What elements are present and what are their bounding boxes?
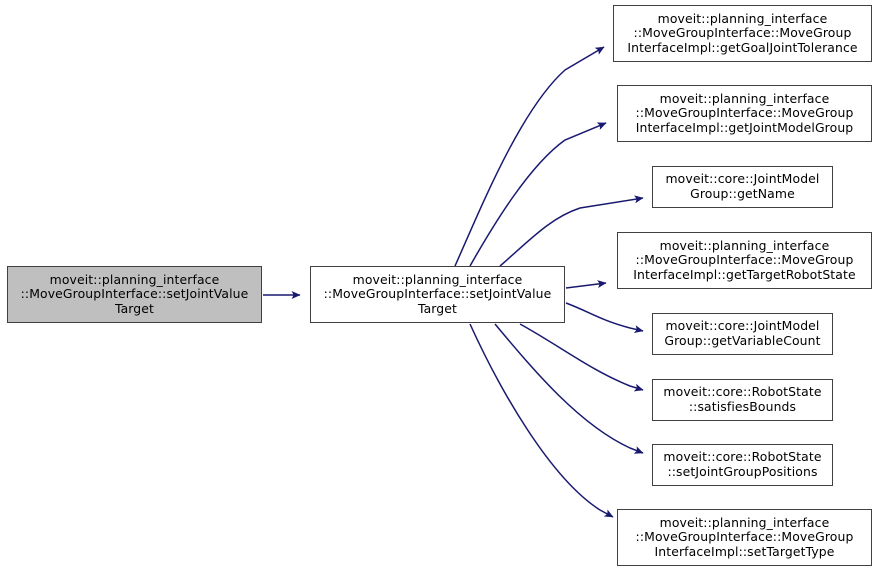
call-edge-n1-to-n7 bbox=[519, 323, 644, 392]
graph-node-n4[interactable]: moveit::core::JointModel Group::getName bbox=[652, 166, 833, 208]
call-edge-n1-to-n9 bbox=[469, 323, 614, 518]
graph-node-label: moveit::planning_interface ::MoveGroupIn… bbox=[633, 237, 856, 282]
graph-node-label: moveit::planning_interface ::MoveGroupIn… bbox=[635, 90, 854, 135]
graph-node-n3[interactable]: moveit::planning_interface ::MoveGroupIn… bbox=[617, 85, 872, 142]
call-edge-n1-to-n8 bbox=[494, 323, 644, 454]
graph-node-n7[interactable]: moveit::core::RobotState ::satisfiesBoun… bbox=[652, 379, 833, 421]
graph-node-n5[interactable]: moveit::planning_interface ::MoveGroupIn… bbox=[617, 232, 872, 289]
call-edge-n1-to-n2 bbox=[454, 46, 605, 267]
graph-node-n2[interactable]: moveit::planning_interface ::MoveGroupIn… bbox=[613, 5, 872, 62]
call-edge-n1-to-n3 bbox=[469, 122, 607, 267]
graph-node-label: moveit::core::RobotState ::setJointGroup… bbox=[663, 449, 822, 479]
graph-node-n0[interactable]: moveit::planning_interface ::MoveGroupIn… bbox=[7, 266, 262, 323]
graph-node-label: moveit::core::JointModel Group::getName bbox=[665, 171, 820, 201]
graph-node-n6[interactable]: moveit::core::JointModel Group::getVaria… bbox=[652, 313, 833, 355]
graph-node-label: moveit::planning_interface ::MoveGroupIn… bbox=[635, 514, 854, 559]
graph-node-label: moveit::planning_interface ::MoveGroupIn… bbox=[20, 271, 249, 316]
call-edge-n1-to-n6 bbox=[565, 302, 644, 334]
graph-node-n1[interactable]: moveit::planning_interface ::MoveGroupIn… bbox=[310, 266, 565, 323]
call-edge-n1-to-n5 bbox=[565, 280, 607, 289]
graph-node-label: moveit::planning_interface ::MoveGroupIn… bbox=[627, 10, 858, 55]
graph-node-n9[interactable]: moveit::planning_interface ::MoveGroupIn… bbox=[617, 509, 872, 566]
graph-node-label: moveit::core::RobotState ::satisfiesBoun… bbox=[663, 384, 822, 414]
graph-node-label: moveit::planning_interface ::MoveGroupIn… bbox=[323, 271, 552, 316]
graph-node-n8[interactable]: moveit::core::RobotState ::setJointGroup… bbox=[652, 444, 833, 486]
graph-node-label: moveit::core::JointModel Group::getVaria… bbox=[664, 318, 821, 348]
